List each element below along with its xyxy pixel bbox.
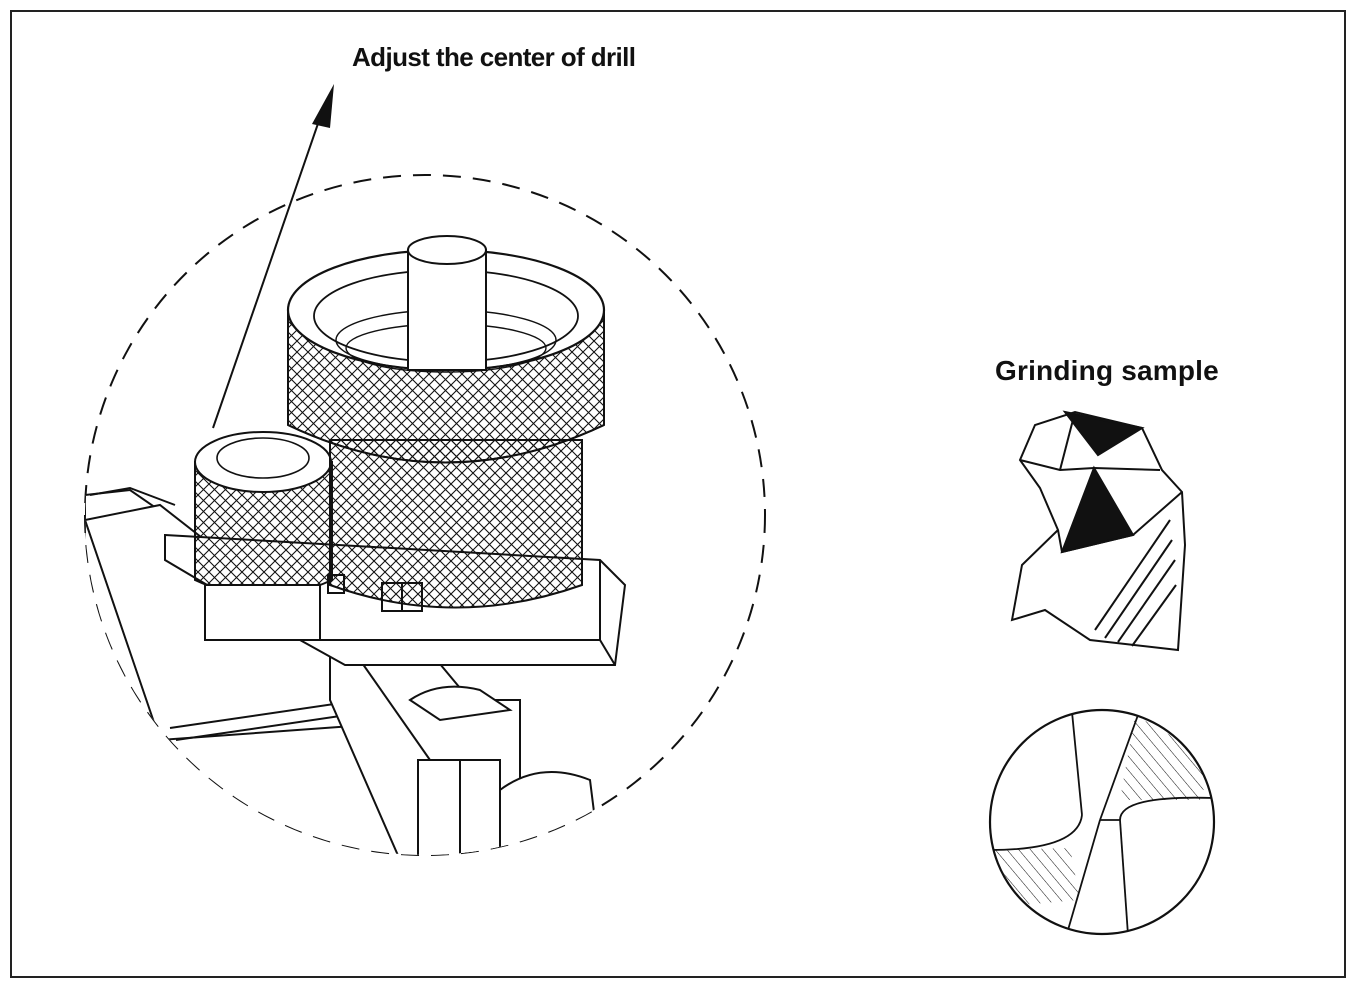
drill-tip-side-view (1010, 410, 1187, 652)
large-knurled-collar (286, 235, 606, 609)
callout-arrow (212, 84, 334, 429)
drill-tip-end-view (988, 708, 1216, 936)
small-knurled-knob (194, 431, 333, 641)
adjust-center-label: Adjust the center of drill (352, 42, 636, 72)
grinding-sample-label: Grinding sample (995, 355, 1219, 386)
